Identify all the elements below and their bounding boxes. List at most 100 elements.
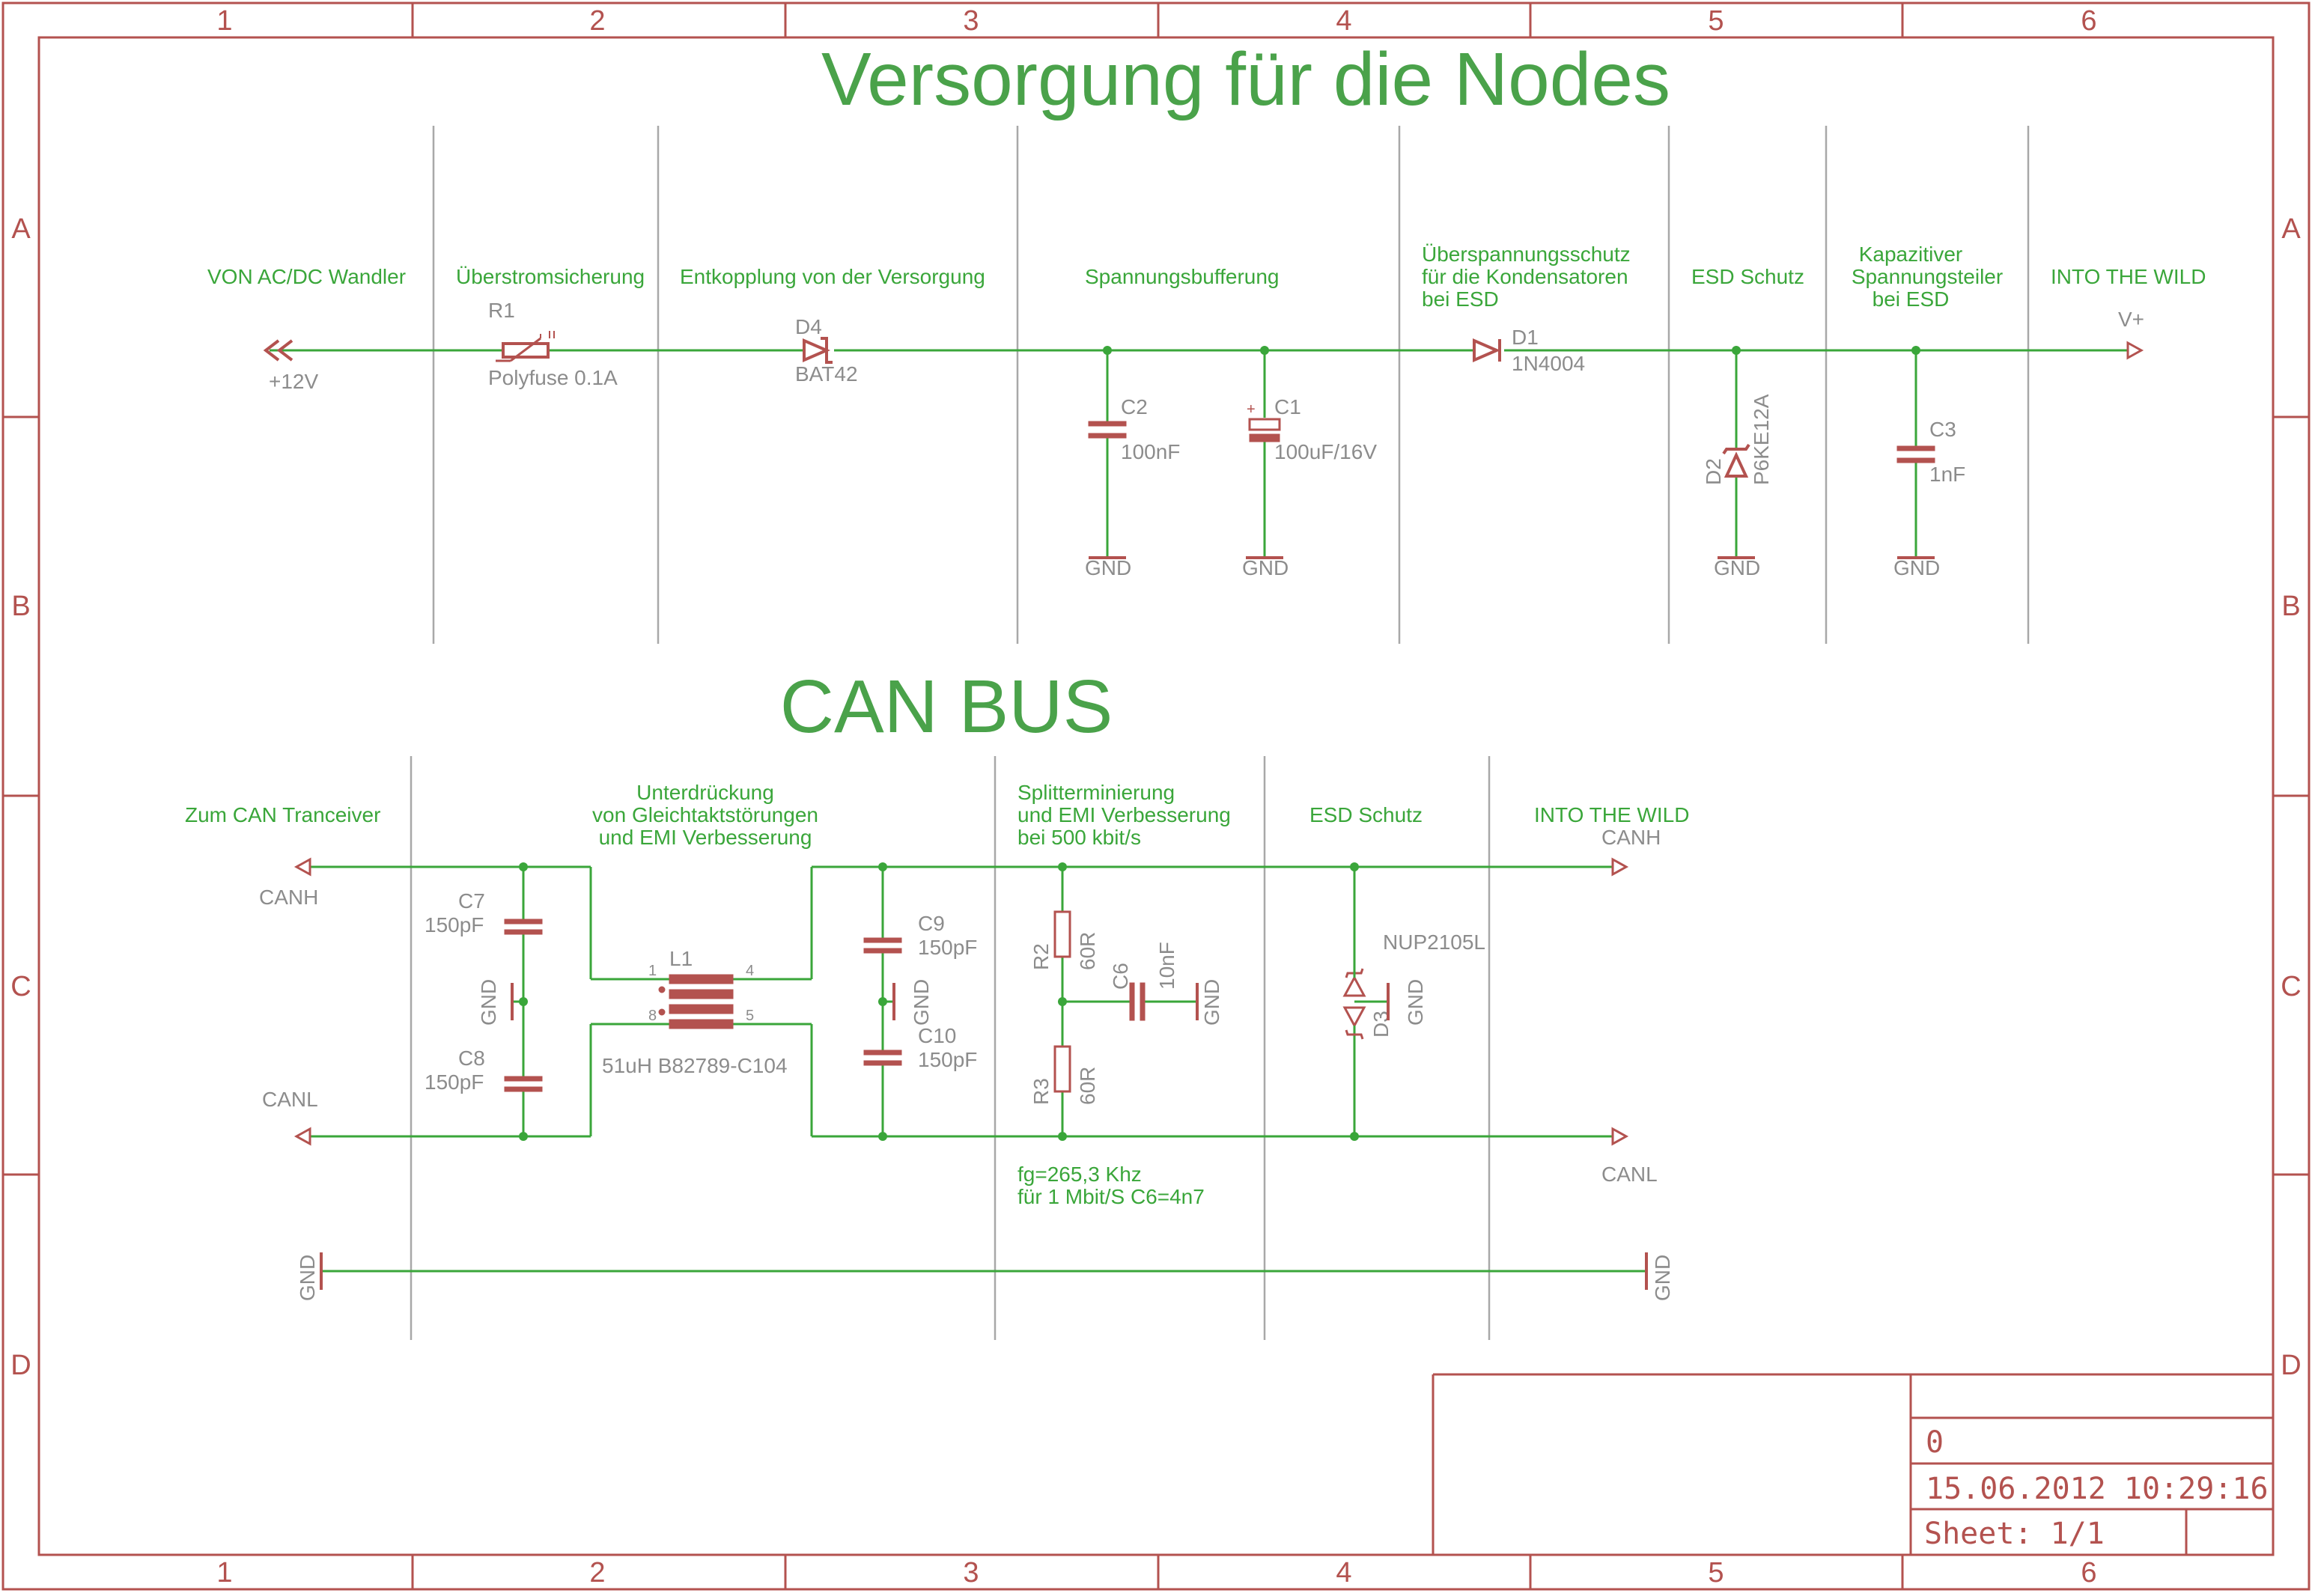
c7-capacitor <box>504 919 543 935</box>
note-mbit: für 1 Mbit/S C6=4n7 <box>1017 1185 1205 1208</box>
l1-choke <box>636 974 767 1029</box>
supply-title: Versorgung für die Nodes <box>821 37 1670 121</box>
titleblock-number: 0 <box>1926 1425 1944 1460</box>
l1-pin-8: 8 <box>648 1008 657 1024</box>
r3-value: 60R <box>1076 1067 1099 1105</box>
c6-capacitor <box>1129 982 1146 1021</box>
l1-pin-1: 1 <box>648 963 657 979</box>
gnd-label-bus-left: GND <box>296 1255 319 1301</box>
gnd-label-c2: GND <box>1085 556 1131 579</box>
gnd-label-bus-right: GND <box>1651 1255 1674 1301</box>
gnd-label-d3: GND <box>1404 979 1427 1026</box>
l1-value: 51uH B82789-C104 <box>602 1054 788 1077</box>
note-split-2: und EMI Verbesserung <box>1017 803 1231 826</box>
col-label-1: 1 <box>216 5 232 37</box>
c9-capacitor <box>863 937 902 954</box>
c8-capacitor <box>504 1076 543 1092</box>
titleblock-sheet: Sheet: 1/1 <box>1924 1517 2105 1551</box>
c2-name: C2 <box>1121 395 1148 418</box>
c9-value: 150pF <box>918 936 977 959</box>
can-wires <box>310 862 1646 1273</box>
can-section-notes: Zum CAN Tranceiver Unterdrückung von Gle… <box>185 781 1689 1208</box>
net-label-canl-right: CANL <box>1601 1163 1658 1186</box>
d2-name: D2 <box>1702 458 1725 485</box>
row-label-d: D <box>10 1350 31 1381</box>
row-label-b-right: B <box>2281 591 2300 622</box>
c2-value: 100nF <box>1121 440 1180 463</box>
canl-right-arrow-icon <box>1611 1127 1629 1146</box>
c3-value: 1nF <box>1929 463 1965 486</box>
row-label-a: A <box>11 213 31 245</box>
net-label-12v: +12V <box>269 370 318 393</box>
gnd-label-c3: GND <box>1893 556 1940 579</box>
d2-value: P6KE12A <box>1750 394 1773 485</box>
d2-tvs-diode <box>1722 443 1750 478</box>
note-overvoltage-3: bei ESD <box>1422 287 1499 311</box>
d1-value: 1N4004 <box>1512 352 1585 375</box>
row-label-d-right: D <box>2281 1350 2301 1381</box>
c10-name: C10 <box>918 1024 956 1047</box>
col-label-3: 3 <box>963 5 979 37</box>
supply-wires <box>270 346 2128 558</box>
note-esd: ESD Schutz <box>1691 265 1804 288</box>
c6-value: 10nF <box>1155 942 1178 990</box>
canl-left-arrow-icon <box>293 1127 311 1146</box>
svg-text:+: + <box>1247 401 1256 418</box>
row-label-a-right: A <box>2281 213 2301 245</box>
note-capdiv-3: bei ESD <box>1873 287 1950 311</box>
col-label-5: 5 <box>1708 5 1724 37</box>
col-label-5-bottom: 5 <box>1708 1557 1724 1589</box>
row-label-b: B <box>11 591 30 622</box>
section-dividers <box>410 126 2030 1340</box>
c7-value: 150pF <box>425 913 484 936</box>
col-label-1-bottom: 1 <box>216 1557 232 1589</box>
r3-resistor <box>1053 1045 1071 1093</box>
d1-name: D1 <box>1512 326 1539 349</box>
r1-name: R1 <box>488 299 515 322</box>
col-label-2-bottom: 2 <box>589 1557 605 1589</box>
col-label-4-bottom: 4 <box>1336 1557 1351 1589</box>
supply-output-arrow-icon <box>2126 341 2144 360</box>
row-label-c-right: C <box>2281 971 2301 1002</box>
col-label-4: 4 <box>1336 5 1351 37</box>
d4-value: BAT42 <box>795 362 858 386</box>
d4-diode <box>803 337 833 364</box>
col-label-6: 6 <box>2081 5 2096 37</box>
note-split-1: Splitterminierung <box>1017 781 1175 804</box>
r2-resistor <box>1053 910 1071 958</box>
c1-capacitor: + <box>1247 401 1281 442</box>
gnd-label-c1: GND <box>1242 556 1289 579</box>
d3-esd-diode <box>1342 968 1366 1040</box>
supply-input-arrow-icon <box>263 339 293 362</box>
note-buffering: Spannungsbufferung <box>1085 265 1280 288</box>
note-capdiv-1: Kapazitiver <box>1859 243 1963 266</box>
note-can-esd: ESD Schutz <box>1309 803 1423 826</box>
c3-name: C3 <box>1929 418 1956 441</box>
c10-value: 150pF <box>918 1048 977 1071</box>
c9-name: C9 <box>918 912 945 935</box>
note-overvoltage-1: Überspannungsschutz <box>1422 243 1631 266</box>
r3-name: R3 <box>1029 1078 1053 1105</box>
note-split-3: bei 500 kbit/s <box>1017 826 1141 849</box>
net-label-canl-left: CANL <box>262 1088 318 1111</box>
title-block: 0 15.06.2012 10:29:16 Sheet: 1/1 <box>1432 1373 2273 1555</box>
row-label-c: C <box>10 971 31 1002</box>
c6-name: C6 <box>1109 963 1132 990</box>
d3-value: NUP2105L <box>1383 931 1485 954</box>
net-label-canh-right: CANH <box>1601 826 1661 849</box>
note-overcurrent: Überstromsicherung <box>456 265 645 288</box>
note-from-acdc: VON AC/DC Wandler <box>207 265 406 288</box>
titleblock-datetime: 15.06.2012 10:29:16 <box>1926 1472 2269 1506</box>
note-transceiver: Zum CAN Tranceiver <box>185 803 380 826</box>
net-label-canh-left: CANH <box>259 886 318 909</box>
c1-name: C1 <box>1274 395 1301 418</box>
col-label-6-bottom: 6 <box>2081 1557 2096 1589</box>
r2-name: R2 <box>1029 943 1053 970</box>
note-capdiv-2: Spannungsteiler <box>1852 265 2003 288</box>
note-out: INTO THE WILD <box>2051 265 2206 288</box>
c10-capacitor <box>863 1050 902 1066</box>
canh-right-arrow-icon <box>1611 857 1629 877</box>
note-decoupling: Entkopplung von der Versorgung <box>680 265 985 288</box>
note-overvoltage-2: für die Kondensatoren <box>1422 265 1628 288</box>
